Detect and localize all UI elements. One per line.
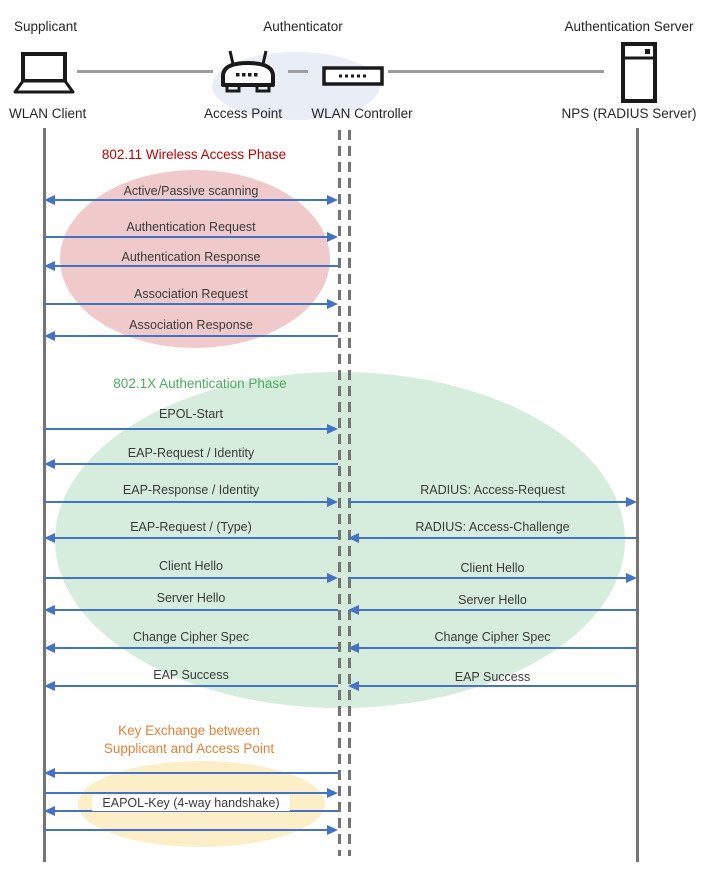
arrowhead-left-icon [44, 768, 55, 778]
message-label: Authentication Request [126, 220, 256, 234]
message-arrow-right [44, 573, 338, 583]
arrowhead-right-icon [327, 573, 338, 583]
message-arrow-right [348, 497, 637, 507]
message-label: Server Hello [156, 591, 226, 605]
message-label: EAP-Response / Identity [122, 483, 260, 497]
phase3-title-line1: Key Exchange between [118, 723, 260, 738]
message-arrow-right [44, 497, 338, 507]
message-arrow-left [44, 331, 338, 341]
device-label-access-point: Access Point [203, 106, 283, 121]
message-arrow-left [44, 681, 338, 691]
lifeline-nps-server [636, 128, 639, 862]
role-authentication-server: Authentication Server [564, 19, 694, 34]
phase2-title: 802.1X Authentication Phase [113, 376, 287, 391]
message-arrow-right [44, 299, 338, 309]
arrowhead-right-icon [327, 424, 338, 434]
arrowhead-left-icon [348, 681, 359, 691]
arrowhead-left-icon [44, 459, 55, 469]
arrowhead-right-icon [327, 825, 338, 835]
arrowhead-right-icon [626, 573, 637, 583]
message-label: EAP Success [454, 670, 531, 684]
arrowhead-left-icon [44, 605, 55, 615]
arrowhead-left-icon [44, 681, 55, 691]
message-arrow-left [44, 643, 338, 653]
message-arrow-left [44, 459, 338, 469]
message-arrow-left [44, 605, 338, 615]
link-controller-server [388, 70, 604, 73]
message-label: Change Cipher Spec [132, 630, 250, 644]
message-arrow-left [348, 643, 637, 653]
arrowhead-left-icon [348, 643, 359, 653]
message-arrow-left [44, 533, 338, 543]
message-label: Association Response [129, 318, 253, 332]
message-label: EAP Success [153, 668, 229, 682]
message-label: EAPOL-Key (4-way handshake) [44, 794, 338, 812]
wlan-controller-icon [322, 66, 384, 86]
arrowhead-right-icon [327, 232, 338, 242]
phase3-title: Key Exchange between Supplicant and Acce… [64, 722, 314, 758]
message-arrow-left [348, 681, 637, 691]
device-label-wlan-client: WLAN Client [9, 106, 87, 121]
message-label: RADIUS: Access-Challenge [415, 520, 570, 534]
message-arrow-left [44, 261, 338, 271]
server-icon [621, 42, 657, 103]
message-arrow-left [348, 533, 637, 543]
arrowhead-left-icon [44, 331, 55, 341]
message-arrow-both [44, 195, 338, 205]
message-arrow-right [44, 232, 338, 242]
role-supplicant: Supplicant [14, 19, 78, 34]
lifeline-wlan-client [43, 128, 46, 862]
message-label: Change Cipher Spec [434, 630, 551, 644]
role-authenticator: Authenticator [263, 19, 343, 34]
message-label: EAP-Request / (Type) [130, 520, 252, 534]
message-label: Client Hello [460, 561, 525, 575]
laptop-icon [13, 52, 75, 94]
link-client-ap [77, 70, 213, 73]
device-label-nps-radius-server: NPS (RADIUS Server) [561, 106, 697, 121]
eapol-key-arrow-2 [44, 788, 338, 798]
message-label: Client Hello [159, 559, 223, 573]
message-label: Association Request [134, 287, 248, 301]
access-point-icon [221, 50, 275, 93]
arrowhead-left-icon [44, 195, 55, 205]
message-label: Server Hello [458, 593, 527, 607]
arrowhead-right-icon [327, 299, 338, 309]
lifeline-controller-dashed-1 [338, 130, 341, 856]
arrowhead-right-icon [327, 497, 338, 507]
arrowhead-right-icon [327, 195, 338, 205]
arrowhead-right-icon [626, 497, 637, 507]
arrowhead-left-icon [44, 533, 55, 543]
phase1-title: 802.11 Wireless Access Phase [101, 147, 287, 162]
arrowhead-right-icon [327, 788, 338, 798]
eapol-key-arrow-4 [44, 825, 338, 835]
device-label-wlan-controller: WLAN Controller [311, 106, 413, 121]
arrowhead-left-icon [348, 533, 359, 543]
eapol-key-arrow-1 [44, 768, 338, 778]
link-ap-controller [288, 70, 308, 73]
arrowhead-left-icon [44, 643, 55, 653]
message-label: EAP-Request / Identity [127, 446, 255, 460]
message-arrow-right [44, 424, 338, 434]
arrowhead-left-icon [44, 806, 55, 816]
message-arrow-right [348, 573, 637, 583]
message-label: Authentication Response [121, 250, 261, 264]
arrowhead-left-icon [44, 261, 55, 271]
message-label: Active/Passive scanning [123, 184, 259, 198]
message-label: RADIUS: Access-Request [420, 483, 565, 497]
phase3-title-line2: Supplicant and Access Point [103, 741, 275, 756]
arrowhead-left-icon [348, 605, 359, 615]
message-arrow-left [348, 605, 637, 615]
lifeline-controller-dashed-2 [348, 130, 351, 856]
eapol-key-arrow-3 [44, 806, 338, 816]
message-label: EPOL-Start [159, 407, 223, 421]
